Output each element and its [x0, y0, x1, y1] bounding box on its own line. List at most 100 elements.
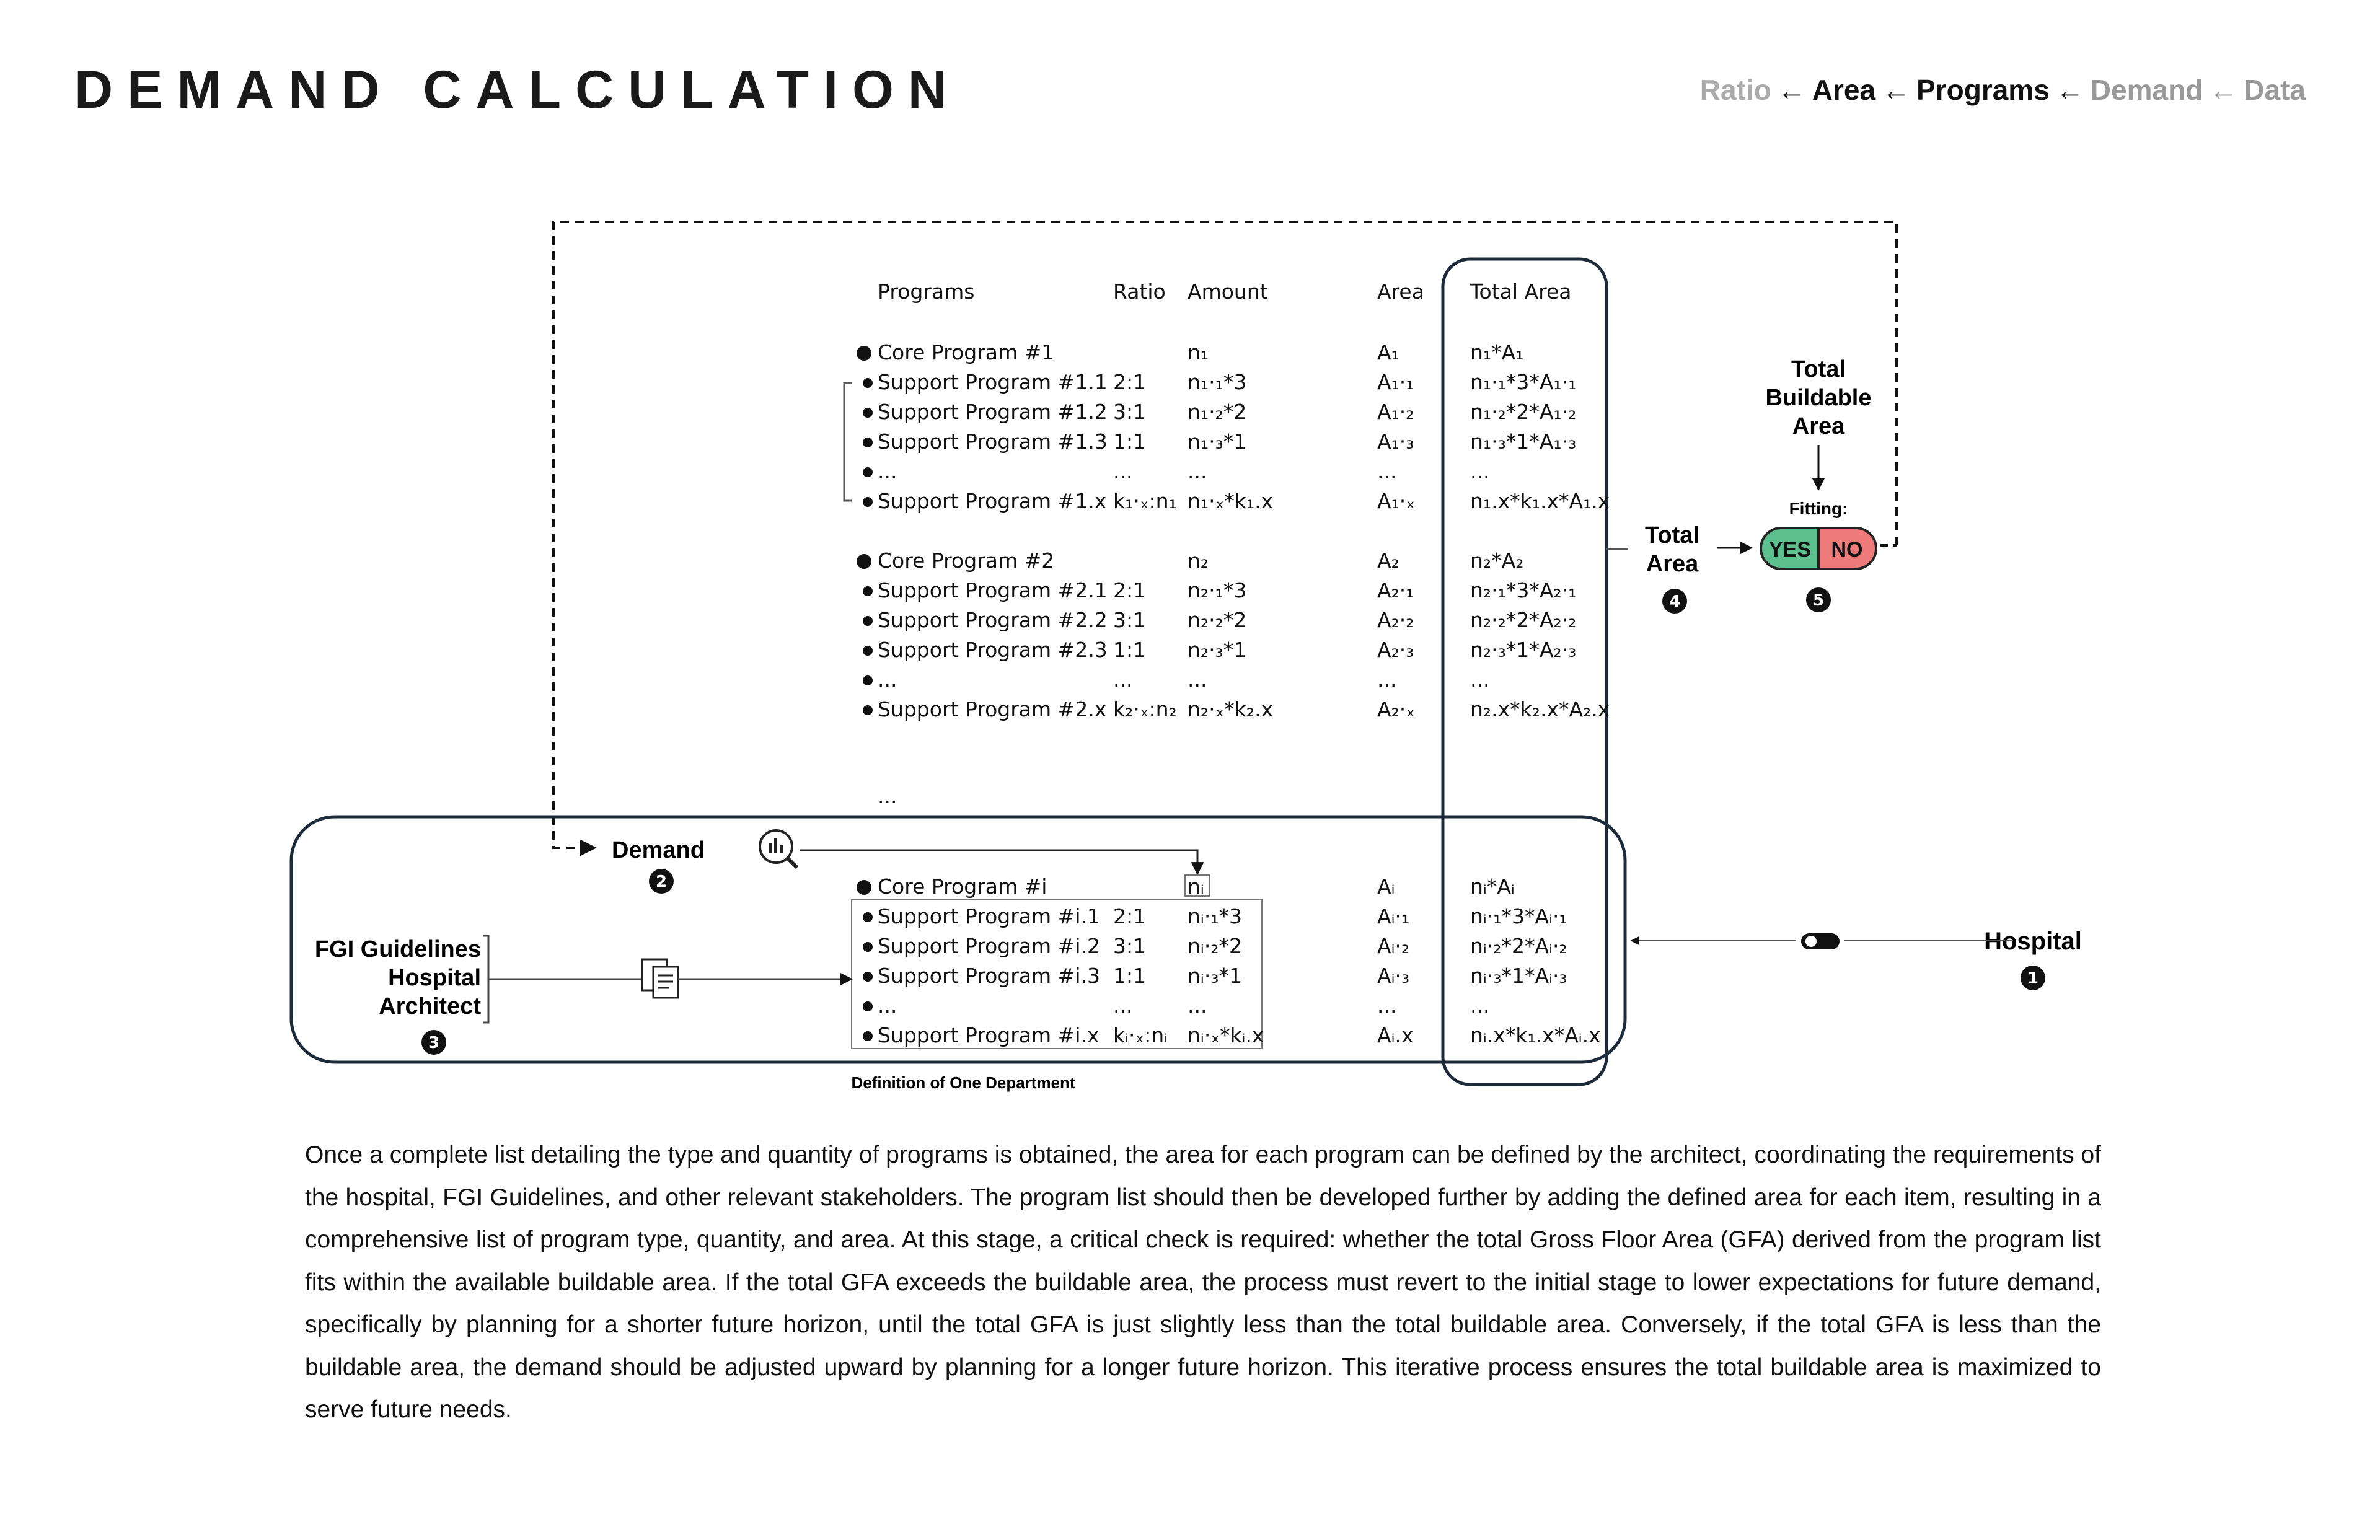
program-cell: Support Program #1.3 — [878, 429, 1108, 454]
bullet-small — [863, 942, 873, 952]
demand-to-amount-arrow — [800, 849, 1204, 876]
program-cell: Support Program #2.2 — [878, 608, 1108, 632]
bullet-small — [863, 675, 873, 685]
total-area-cell: nᵢ·₁*3*Aᵢ·₁ — [1470, 904, 1567, 928]
stakeholder-line-3: Architect — [379, 993, 481, 1019]
breadcrumb-item-programs: Programs — [1916, 74, 2050, 106]
total-area-cell: nᵢ*Aᵢ — [1470, 874, 1515, 899]
program-cell: Support Program #1.1 — [878, 370, 1108, 394]
bullet-large — [857, 554, 871, 569]
step-2-badge: 2 — [656, 873, 667, 891]
department-caption: Definition of One Department — [851, 1073, 1075, 1092]
amount-cell: n₂ — [1188, 548, 1209, 573]
area-cell: Aᵢ.x — [1377, 1023, 1414, 1047]
area-cell: Aᵢ·₂ — [1377, 934, 1409, 958]
ratio-cell: 1:1 — [1113, 429, 1146, 454]
feedback-loop-line — [552, 221, 1898, 856]
fitting-label: Fitting: — [1789, 499, 1848, 518]
program-cell: Core Program #1 — [878, 340, 1054, 364]
total-area-node: Total Area 4 — [1645, 522, 1699, 614]
group-1-bracket — [843, 382, 852, 502]
area-cell: ... — [1377, 459, 1396, 483]
breadcrumb-item-demand: Demand — [2090, 74, 2203, 106]
program-cell: Support Program #i.2 — [878, 934, 1100, 958]
bullet-small — [863, 616, 873, 626]
bullet-small — [863, 438, 873, 447]
core-amount-highlight — [1184, 874, 1210, 897]
total-area-cell: n₂.x*k₂.x*A₂.x — [1470, 697, 1610, 721]
program-cell: Support Program #2.1 — [878, 578, 1108, 602]
department-frame — [289, 815, 1627, 1064]
amount-cell: nᵢ·₁*3 — [1188, 904, 1242, 928]
area-cell: A₂ — [1377, 548, 1399, 573]
amount-cell: n₁ — [1188, 340, 1209, 364]
bullet-small — [863, 972, 873, 982]
area-cell: A₁·₃ — [1377, 429, 1414, 454]
program-cell: Core Program #i — [878, 874, 1047, 899]
guidelines-document-icon — [641, 958, 679, 999]
stakeholder-line-1: FGI Guidelines — [315, 936, 481, 962]
amount-cell: n₂·₁*3 — [1188, 578, 1246, 602]
breadcrumb-item-area: Area — [1812, 74, 1876, 106]
toggle-switch-icon — [1801, 933, 1840, 949]
stakeholder-line-2: Hospital — [388, 965, 481, 991]
program-cell: ... — [878, 459, 897, 483]
data-analytics-icon — [759, 829, 799, 869]
ratio-cell: 1:1 — [1113, 964, 1146, 988]
area-cell: A₂·₂ — [1377, 608, 1414, 632]
total-area-column-frame — [1441, 257, 1608, 1086]
ratio-cell: 2:1 — [1113, 370, 1146, 394]
description-paragraph: Once a complete list detailing the type … — [305, 1142, 2101, 1423]
program-cell: Support Program #2.x — [878, 697, 1106, 721]
ratio-cell: 1:1 — [1113, 638, 1146, 662]
ratio-cell: ... — [1113, 993, 1132, 1018]
bullet-small — [863, 467, 873, 477]
bullet-small — [863, 1001, 873, 1011]
amount-cell: nᵢ·₂*2 — [1188, 934, 1242, 958]
header-total-area: Total Area — [1470, 279, 1572, 304]
program-cell: Support Program #1.2 — [878, 400, 1108, 424]
demand-node: Demand 2 — [612, 837, 705, 894]
area-cell: A₂·ₓ — [1377, 697, 1415, 721]
amount-cell: n₁·₃*1 — [1188, 429, 1246, 454]
amount-cell: n₂·₂*2 — [1188, 608, 1246, 632]
ratio-cell: 3:1 — [1113, 400, 1146, 424]
ratio-cell: 3:1 — [1113, 608, 1146, 632]
area-cell: A₂·₁ — [1377, 578, 1414, 602]
amount-cell: ... — [1188, 667, 1207, 692]
header-amount: Amount — [1188, 279, 1268, 304]
total-area-cell: n₁.x*k₁.x*A₁.x — [1470, 489, 1610, 513]
amount-cell: ... — [1188, 993, 1207, 1018]
area-cell: Aᵢ·₃ — [1377, 964, 1409, 988]
total-area-cell: n₂·₃*1*A₂·₃ — [1470, 638, 1576, 662]
bullet-small — [863, 1031, 873, 1041]
program-cell: Support Program #i.x — [878, 1023, 1100, 1047]
step-5-badge: 5 — [1813, 591, 1824, 610]
breadcrumb-item-ratio: Ratio — [1699, 74, 1771, 106]
program-cell: Core Program #2 — [878, 548, 1054, 573]
buildable-line-2: Buildable — [1765, 385, 1871, 411]
ratio-cell: ... — [1113, 459, 1132, 483]
buildable-line-1: Total — [1791, 356, 1846, 382]
amount-cell: ... — [1188, 459, 1207, 483]
ratio-cell: k₁·ₓ:n₁ — [1113, 489, 1177, 513]
amount-cell: nᵢ — [1188, 874, 1204, 899]
area-cell: ... — [1377, 667, 1396, 692]
total-area-cell: ... — [1470, 459, 1489, 483]
total-area-cell: n₁·₁*3*A₁·₁ — [1470, 370, 1576, 394]
fitting-node: Fitting: YES NO 5 — [1760, 499, 1877, 612]
amount-cell: n₂·ₓ*k₂.x — [1188, 697, 1273, 721]
total-area-cell: ... — [1470, 993, 1489, 1018]
bullet-small — [863, 586, 873, 596]
total-area-cell: nᵢ·₂*2*Aᵢ·₂ — [1470, 934, 1567, 958]
breadcrumb-arrow: ← — [2209, 74, 2238, 106]
program-cell: Support Program #1.x — [878, 489, 1106, 513]
program-cell: ... — [878, 993, 897, 1018]
bullet-small — [863, 378, 873, 388]
step-4-badge: 4 — [1669, 592, 1680, 611]
breadcrumb: Ratio←Area←Programs←Demand←Data — [1700, 73, 2306, 107]
total-area-cell: n₁·₂*2*A₁·₂ — [1470, 400, 1576, 424]
bullet-large — [857, 346, 871, 361]
area-cell: A₁·₁ — [1377, 370, 1414, 394]
